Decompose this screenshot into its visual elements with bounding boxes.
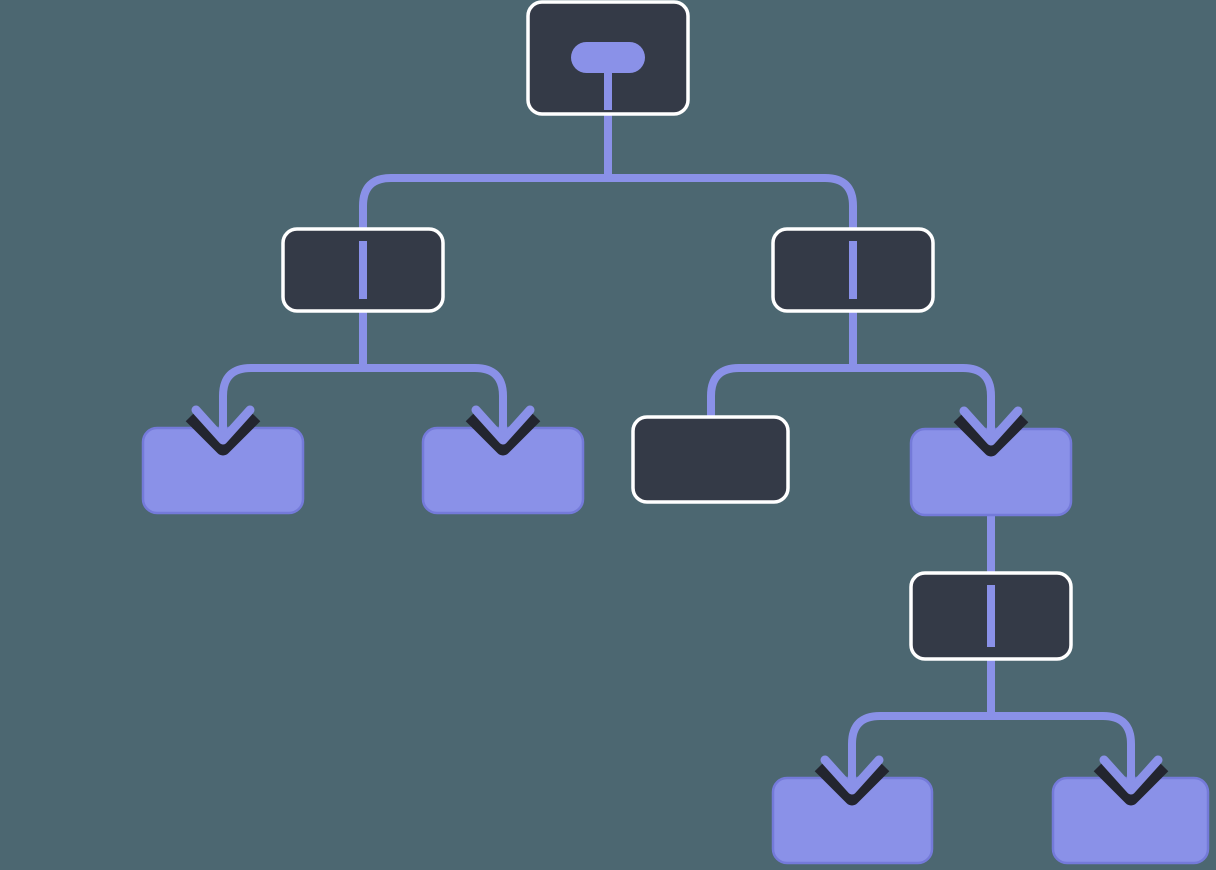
chevron-down-icon xyxy=(1099,755,1163,795)
node-node-c xyxy=(631,415,790,504)
arrow-into-leaf-e xyxy=(814,752,890,806)
chevron-shadow-icon xyxy=(953,411,1029,457)
arrow-into-node-d xyxy=(953,403,1029,457)
chevron-down-icon xyxy=(191,405,255,445)
chevron-shadow-icon xyxy=(465,410,541,456)
node-branch-right xyxy=(771,227,935,313)
chevron-shadow-icon xyxy=(1093,760,1169,806)
node-branch-d xyxy=(909,571,1073,661)
arrow-into-leaf-f xyxy=(1093,752,1169,806)
arrow-into-leaf-a xyxy=(185,402,261,456)
node-branch-left xyxy=(281,227,445,313)
connector-right-branch xyxy=(707,364,995,439)
chevron-down-icon xyxy=(820,755,884,795)
pill-stem xyxy=(604,70,612,110)
vertical-bar-placeholder xyxy=(849,241,857,299)
vertical-bar-placeholder xyxy=(987,585,995,647)
connector-bottom-branch xyxy=(848,712,1135,788)
dark-node-box xyxy=(631,415,790,504)
node-root xyxy=(526,0,690,116)
arrow-into-leaf-b xyxy=(465,402,541,456)
chevron-shadow-icon xyxy=(814,760,890,806)
chevron-shadow-icon xyxy=(185,410,261,456)
chevron-down-icon xyxy=(471,405,535,445)
connector-left-branch xyxy=(219,364,507,438)
chevron-down-icon xyxy=(959,406,1023,446)
vertical-bar-placeholder xyxy=(359,241,367,299)
pill-placeholder xyxy=(571,42,645,73)
connector-root-branch xyxy=(359,174,857,232)
